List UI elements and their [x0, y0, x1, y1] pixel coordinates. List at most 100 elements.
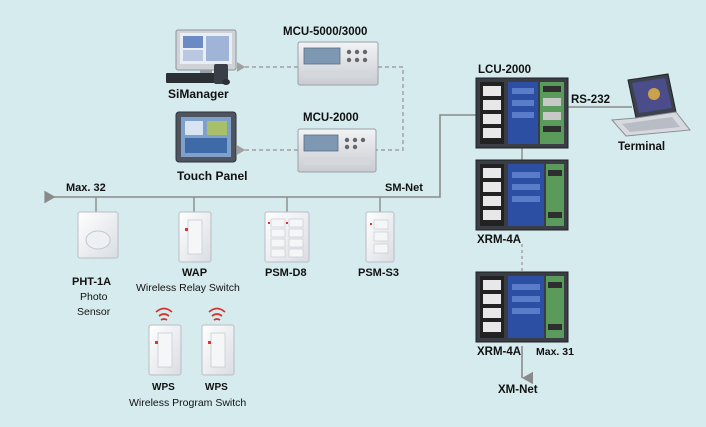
label-wap-2: Wireless Relay Switch	[136, 282, 240, 294]
mcu-5000-panel	[304, 70, 372, 78]
chip-icon	[543, 112, 561, 120]
module-stripe	[512, 296, 540, 302]
touch-panel-tile-icon	[185, 121, 203, 135]
psm-s3-switch	[365, 211, 395, 263]
sm-net-bus-line	[44, 114, 476, 204]
relay-icon	[483, 322, 501, 332]
module-stripe	[512, 196, 540, 202]
mcu-5000-unit	[297, 41, 379, 86]
label-wap-1: WAP	[182, 267, 207, 279]
label-rs232: RS-232	[571, 94, 610, 106]
label-terminal: Terminal	[618, 141, 665, 153]
laptop-keyboard-icon	[622, 117, 680, 132]
connection-lines	[44, 62, 632, 385]
wps-left-switch	[148, 307, 182, 376]
label-wps-right: WPS	[205, 382, 228, 393]
mcu-2000-button-icon	[360, 137, 366, 143]
wireless-signal-icon	[211, 313, 223, 317]
led-icon	[286, 222, 288, 224]
label-pht-3: Sensor	[77, 306, 111, 318]
label-mcu-5000: MCU-5000/3000	[283, 26, 367, 38]
label-wps-left: WPS	[152, 382, 175, 393]
label-touch-panel: Touch Panel	[177, 169, 247, 183]
label-xm-net: XM-Net	[498, 384, 538, 396]
switch-key-icon	[288, 228, 304, 238]
label-wps-caption: Wireless Program Switch	[129, 397, 246, 409]
xrm-upper-green-board	[546, 164, 564, 226]
mcu-5000-button-icon	[362, 57, 368, 63]
label-lcu-2000: LCU-2000	[478, 64, 531, 76]
wireless-signal-icon	[155, 307, 173, 313]
terminal-block-icon	[548, 324, 562, 330]
relay-icon	[483, 182, 501, 192]
touch-panel-tile-icon	[207, 121, 227, 135]
xrm-lower-green-board	[546, 276, 564, 338]
led-icon	[370, 223, 372, 225]
module-stripe	[512, 184, 540, 190]
switch-key-icon	[270, 228, 286, 238]
terminal-block-icon	[548, 212, 562, 218]
relay-icon	[483, 168, 501, 178]
pc-stand-icon	[200, 70, 212, 74]
mouse-icon	[222, 79, 230, 85]
wps-right-switch	[201, 307, 235, 376]
led-icon	[208, 341, 211, 344]
wireless-signal-icon	[160, 318, 168, 321]
switch-key-icon	[373, 231, 389, 242]
relay-icon	[483, 86, 501, 96]
module-stripe	[512, 284, 540, 290]
lcu-2000-unit	[475, 77, 569, 149]
module-stripe	[512, 308, 540, 314]
label-psm-s3: PSM-S3	[358, 267, 399, 279]
label-simanager: SiManager	[168, 87, 229, 101]
relay-icon	[483, 196, 501, 206]
label-max-31: Max. 31	[536, 346, 574, 358]
psm-d8-switch	[264, 211, 310, 263]
switch-key-icon	[288, 238, 304, 248]
laptop-screen-graphic-icon	[648, 88, 660, 100]
wap-button-strip	[187, 219, 203, 255]
wps-right-button-strip	[210, 332, 226, 368]
wps-left-button-strip	[157, 332, 173, 368]
terminal-block-icon	[543, 86, 561, 92]
led-icon	[155, 341, 158, 344]
mcu-5000-lcd	[303, 47, 341, 65]
wireless-signal-icon	[208, 307, 226, 313]
label-mcu-2000: MCU-2000	[303, 112, 359, 124]
relay-icon	[483, 308, 501, 318]
label-pht-2: Photo	[80, 291, 108, 303]
relay-icon	[483, 114, 501, 124]
mcu-5000-button-icon	[354, 49, 360, 55]
screen-window-icon	[183, 36, 203, 48]
module-stripe	[512, 88, 534, 94]
module-stripe	[512, 172, 540, 178]
relay-icon	[483, 280, 501, 290]
switch-key-icon	[270, 248, 286, 258]
relay-icon	[483, 128, 501, 138]
mcu-2000-panel	[304, 157, 370, 165]
label-sm-net: SM-Net	[385, 182, 423, 194]
relay-icon	[483, 294, 501, 304]
wireless-signal-icon	[213, 318, 221, 321]
screen-window-icon	[183, 50, 203, 61]
label-xrm-lower: XRM-4A	[477, 346, 521, 358]
module-stripe	[512, 112, 534, 118]
led-icon	[185, 228, 188, 231]
switch-key-icon	[373, 243, 389, 254]
touch-panel-device	[175, 111, 237, 163]
screen-window-icon	[206, 36, 229, 61]
switch-key-icon	[288, 248, 304, 258]
mcu-2000-button-icon	[344, 137, 350, 143]
simanager-pc	[166, 29, 237, 85]
chip-icon	[543, 98, 561, 106]
mcu-2000-button-icon	[344, 144, 350, 150]
mcu-2000-button-icon	[352, 137, 358, 143]
switch-key-icon	[270, 238, 286, 248]
keyboard-icon	[166, 73, 218, 83]
label-xrm-upper: XRM-4A	[477, 234, 521, 246]
xrm-4a-lower-unit	[475, 271, 569, 343]
pc-tower-icon	[214, 64, 228, 84]
label-psm-d8: PSM-D8	[265, 267, 307, 279]
terminal-block-icon	[548, 282, 562, 288]
